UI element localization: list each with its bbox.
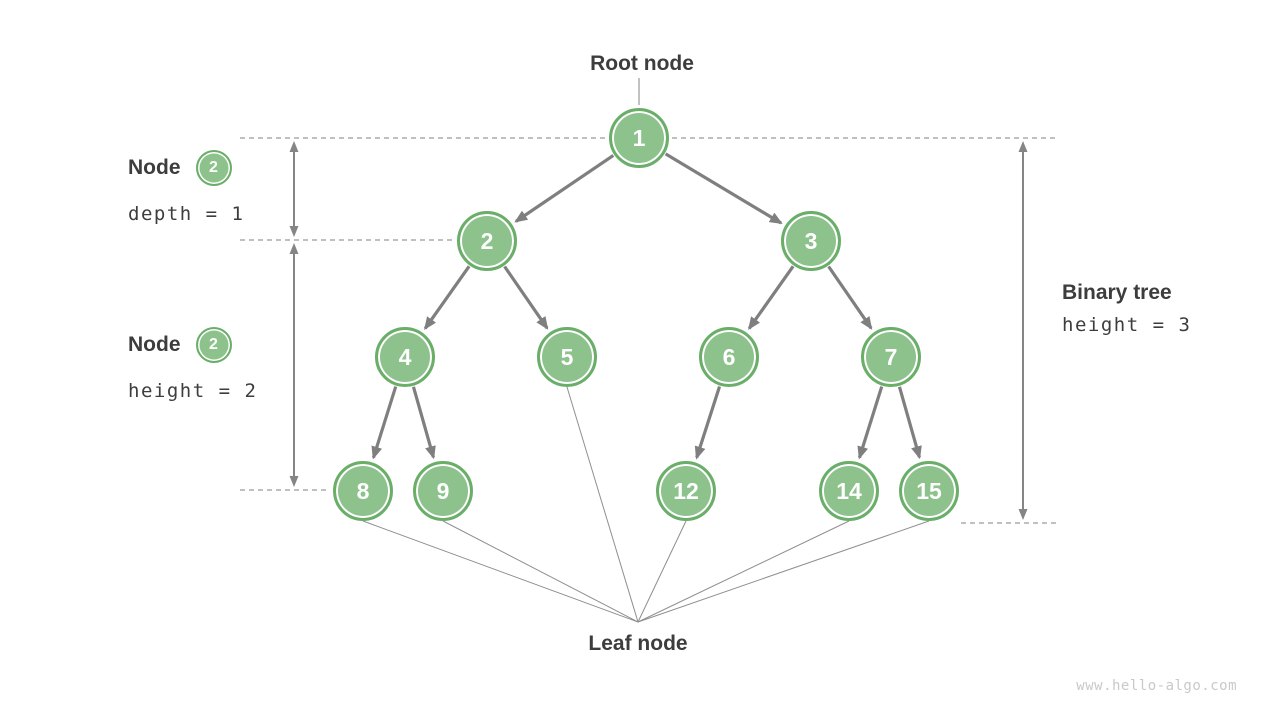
measure-arrowhead-down (1018, 509, 1028, 520)
tree-edge-1-3 (664, 152, 783, 225)
leaf-pointer-line-14 (637, 520, 850, 623)
node-height-badge: 2 (195, 327, 232, 363)
node-height-detail: height = 2 (128, 380, 258, 402)
tree-node-3: 3 (781, 211, 841, 271)
root-node-label: Root node (590, 52, 694, 75)
leaf-pointer-line-12 (637, 520, 687, 623)
tree-edge-2-5 (503, 265, 549, 330)
tree-edge-7-15 (897, 386, 922, 460)
measure-arrowhead-up (289, 141, 299, 152)
tree-node-12: 12 (656, 461, 716, 521)
tree-edge-4-9 (411, 386, 436, 460)
tree-node-6: 6 (699, 327, 759, 387)
node-depth-annotation: Node 2 depth = 1 (128, 150, 244, 225)
tree-edge-4-8 (371, 386, 398, 460)
measure-arrowhead-down (289, 476, 299, 487)
tree-node-15: 15 (899, 461, 959, 521)
binary-tree-height-annotation: Binary tree height = 3 (1062, 281, 1191, 336)
node-height-badge-value: 2 (209, 336, 218, 353)
node-depth-detail: depth = 1 (128, 203, 245, 225)
binary-tree-title: Binary tree (1062, 281, 1172, 304)
tree-node-5: 5 (537, 327, 597, 387)
measure-arrowhead-up (1018, 141, 1028, 152)
tree-edge-6-12 (694, 386, 722, 460)
tree-node-4: 4 (375, 327, 435, 387)
node-depth-title: Node (128, 156, 181, 179)
binary-tree-height-detail: height = 3 (1062, 314, 1192, 336)
leaf-pointer-line-9 (442, 520, 639, 623)
tree-node-1: 1 (609, 108, 669, 168)
leaf-pointer-line-15 (637, 520, 930, 623)
tree-node-8: 8 (333, 461, 393, 521)
tree-edge-7-14 (857, 386, 884, 460)
tree-edge-1-2 (514, 154, 615, 223)
node-depth-badge-value: 2 (209, 159, 218, 176)
tree-node-9: 9 (413, 461, 473, 521)
leaf-pointer-line-8 (362, 520, 639, 623)
tree-edge-2-4 (423, 265, 471, 331)
tree-edge-3-7 (827, 265, 873, 330)
tree-edge-3-6 (747, 265, 795, 331)
tree-node-7: 7 (861, 327, 921, 387)
leaf-pointer-line-5 (566, 386, 639, 623)
tree-node-2: 2 (457, 211, 517, 271)
node-height-title: Node (128, 333, 181, 356)
leaf-node-label: Leaf node (588, 632, 688, 655)
node-height-annotation: Node 2 height = 2 (128, 327, 257, 402)
watermark: www.hello-algo.com (1076, 678, 1237, 694)
measure-arrowhead-up (289, 243, 299, 254)
measure-arrowhead-down (289, 226, 299, 237)
tree-node-14: 14 (819, 461, 879, 521)
node-depth-badge: 2 (195, 150, 232, 186)
